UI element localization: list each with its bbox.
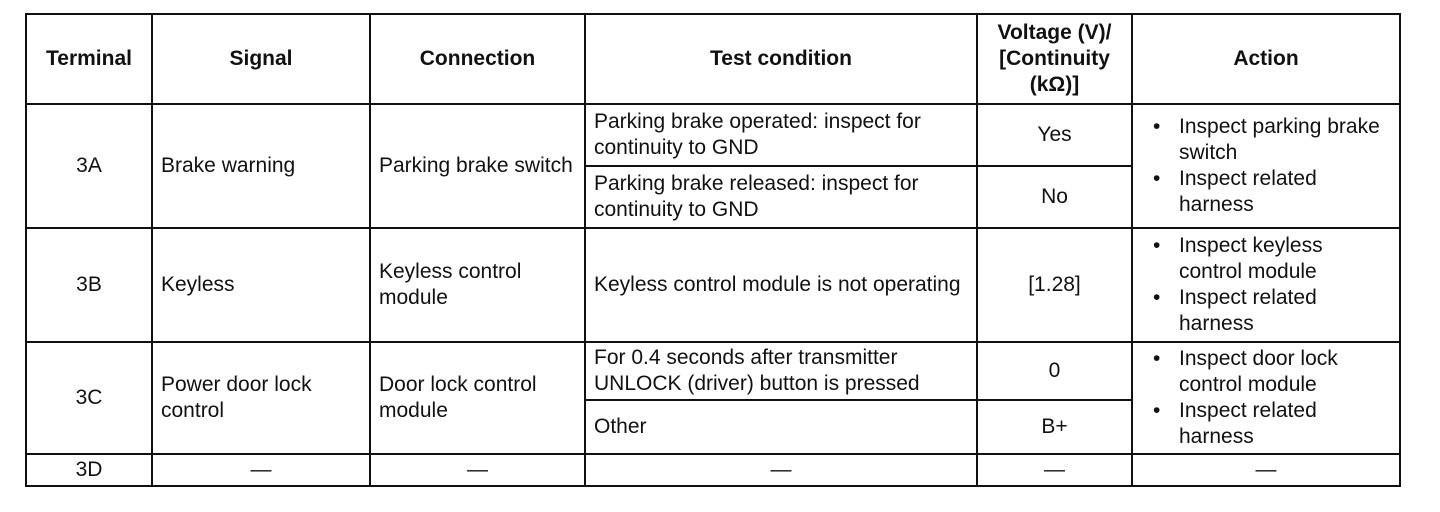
- table-row-3a-condition2: Parking brake released: inspect for cont…: [26, 165, 1400, 229]
- connection-cell: Parking brake switch: [369, 103, 586, 229]
- value-cell: No: [976, 165, 1133, 229]
- action-list: Inspect parking brake switch Inspect rel…: [1141, 114, 1391, 218]
- test-condition-cell: Parking brake operated: inspect for cont…: [584, 103, 978, 167]
- header-voltage-line3: (kΩ)]: [1029, 73, 1080, 96]
- action-list: Inspect keyless control module Inspect r…: [1141, 233, 1391, 337]
- value-cell: B+: [976, 399, 1133, 455]
- signal-cell: Keyless: [151, 227, 371, 343]
- terminal-cell: 3D: [25, 453, 153, 487]
- action-cell: —: [1131, 453, 1401, 487]
- table-row-3a-condition1: 3A Brake warning Parking brake switch Pa…: [25, 103, 1401, 229]
- value-cell: Yes: [976, 103, 1133, 167]
- header-voltage-line2: [Continuity: [999, 47, 1110, 70]
- header-action: Action: [1131, 13, 1401, 105]
- header-row: Terminal Signal Connection Test conditio…: [25, 13, 1401, 105]
- action-item: Inspect parking brake switch: [1141, 114, 1391, 166]
- value-cell: [1.28]: [976, 227, 1133, 343]
- terminal-cell: 3B: [25, 227, 153, 343]
- header-signal: Signal: [151, 13, 371, 105]
- connection-cell: —: [369, 453, 586, 487]
- test-condition-cell: Other: [584, 399, 978, 455]
- connection-cell: Keyless control module: [369, 227, 586, 343]
- terminal-cell: 3A: [25, 103, 153, 229]
- header-connection: Connection: [369, 13, 586, 105]
- action-cell: Inspect door lock control module Inspect…: [1131, 341, 1401, 455]
- table-row-3c-condition2: Other B+: [26, 399, 1400, 455]
- action-item: Inspect keyless control module: [1141, 233, 1391, 285]
- connection-cell: Door lock control module: [369, 341, 586, 455]
- action-cell: Inspect keyless control module Inspect r…: [1131, 227, 1401, 343]
- header-voltage-continuity: Voltage (V)/ [Continuity (kΩ)]: [976, 13, 1133, 105]
- signal-cell: Brake warning: [151, 103, 371, 229]
- header-terminal: Terminal: [25, 13, 153, 105]
- value-cell: —: [976, 453, 1133, 487]
- test-condition-cell: For 0.4 seconds after transmitter UNLOCK…: [584, 341, 978, 401]
- action-cell: Inspect parking brake switch Inspect rel…: [1131, 103, 1401, 229]
- action-item: Inspect door lock control module: [1141, 346, 1391, 398]
- action-item: Inspect related harness: [1141, 398, 1391, 450]
- terminal-cell: 3C: [25, 341, 153, 455]
- signal-cell: —: [151, 453, 371, 487]
- terminal-inspection-table: Terminal Signal Connection Test conditio…: [25, 13, 1401, 487]
- header-voltage-line1: Voltage (V)/: [997, 21, 1112, 44]
- value-cell: 0: [976, 341, 1133, 401]
- table-row-3d: 3D — — — — —: [25, 453, 1401, 487]
- action-list: Inspect door lock control module Inspect…: [1141, 346, 1391, 450]
- signal-cell: Power door lock control: [151, 341, 371, 455]
- table-row-3b: 3B Keyless Keyless control module Keyles…: [25, 227, 1401, 343]
- test-condition-cell: —: [584, 453, 978, 487]
- table-row-3c-condition1: 3C Power door lock control Door lock con…: [25, 341, 1401, 455]
- header-test-condition: Test condition: [584, 13, 978, 105]
- test-condition-cell: Keyless control module is not operating: [584, 227, 978, 343]
- test-condition-cell: Parking brake released: inspect for cont…: [584, 165, 978, 229]
- action-item: Inspect related harness: [1141, 285, 1391, 337]
- action-item: Inspect related harness: [1141, 166, 1391, 218]
